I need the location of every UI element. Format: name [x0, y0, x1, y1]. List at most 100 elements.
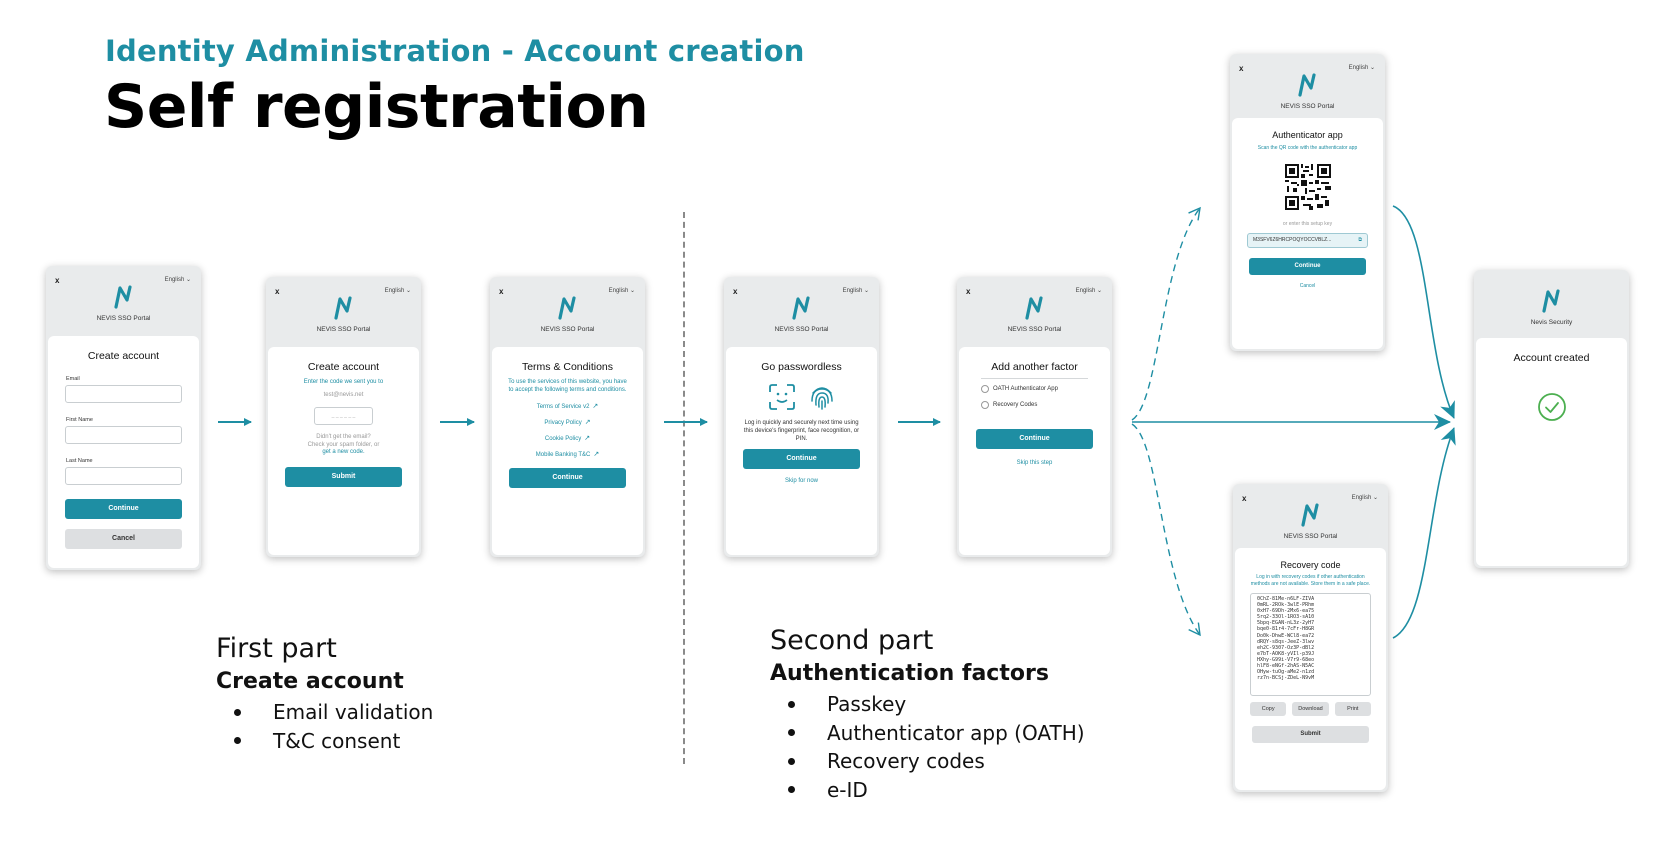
code-input[interactable]: _ _ _ _ _ _	[314, 407, 373, 425]
continue-button[interactable]: Continue	[509, 468, 626, 488]
continue-button[interactable]: Continue	[65, 499, 182, 519]
chevron-down-icon: ⌄	[185, 277, 191, 283]
skip-link[interactable]: Skip this step	[1016, 460, 1053, 466]
nevis-logo-icon	[791, 296, 810, 320]
portal-name: NEVIS SSO Portal	[96, 315, 151, 322]
arrow-authenticator-to-created	[1392, 205, 1455, 419]
close-icon[interactable]: x	[499, 287, 504, 296]
download-button[interactable]: Download	[1292, 702, 1329, 716]
nevis-logo-icon	[113, 285, 132, 309]
qr-code-icon	[1284, 164, 1331, 210]
privacy-link[interactable]: Privacy Policy↗	[544, 419, 591, 426]
arrow-to-recovery	[1131, 423, 1201, 637]
language-select[interactable]: English ⌄	[1075, 288, 1102, 294]
card-title: Go passwordless	[761, 361, 842, 373]
page-title: Self registration	[104, 72, 649, 142]
card-title: Account created	[1513, 352, 1590, 364]
close-icon[interactable]: x	[966, 287, 971, 296]
card-title: Create account	[307, 361, 380, 373]
terms-intro: To use the services of this website, you…	[508, 379, 627, 393]
cancel-link[interactable]: Cancel	[1299, 283, 1316, 289]
radio-icon	[981, 385, 989, 393]
second-part-subheading: Authentication factors	[770, 661, 1049, 686]
print-button[interactable]: Print	[1334, 702, 1371, 716]
chevron-down-icon: ⌄	[1372, 495, 1378, 501]
nevis-logo-icon	[1541, 289, 1560, 313]
screen-verify-email: x English ⌄ NEVIS SSO Portal Create acco…	[266, 277, 421, 557]
nevis-logo-icon	[557, 296, 576, 320]
face-id-icon	[768, 384, 795, 410]
first-part-section: First part Create account Email validati…	[216, 633, 433, 755]
recovery-instruction: Log in with recovery codes if other auth…	[1250, 574, 1371, 587]
chevron-down-icon: ⌄	[1369, 65, 1375, 71]
continue-button[interactable]: Continue	[743, 449, 860, 469]
nevis-logo-icon	[1297, 73, 1316, 97]
first-name-field[interactable]	[65, 426, 182, 444]
setup-key-text: or enter this setup key	[1282, 221, 1333, 227]
card-title: Create account	[87, 350, 160, 362]
card-title: Terms & Conditions	[521, 361, 614, 373]
nevis-logo-icon	[1300, 503, 1319, 527]
card-title: Recovery code	[1280, 560, 1341, 570]
portal-name: NEVIS SSO Portal	[540, 326, 595, 333]
new-code-link[interactable]: get a new code.	[322, 449, 365, 455]
language-select[interactable]: English ⌄	[608, 288, 635, 294]
email-field[interactable]	[65, 385, 182, 403]
card-title: Add another factor	[991, 361, 1078, 373]
external-link-icon: ↗	[593, 451, 600, 458]
screen-passwordless: x English ⌄ NEVIS SSO Portal Go password…	[724, 277, 879, 557]
qr-instruction: Scan the QR code with the authenticator …	[1257, 145, 1358, 151]
submit-button[interactable]: Submit	[1252, 726, 1369, 743]
continue-button[interactable]: Continue	[1249, 258, 1366, 275]
option-oath[interactable]: OATH Authenticator App	[981, 385, 1110, 393]
section-divider	[683, 212, 685, 764]
terms-link[interactable]: Terms of Service v2↗	[536, 403, 599, 410]
external-link-icon: ↗	[584, 419, 591, 426]
screen-authenticator: x English ⌄ NEVIS SSO Portal Authenticat…	[1230, 54, 1385, 351]
arrow-recovery-to-created	[1392, 427, 1456, 639]
skip-link[interactable]: Skip for now	[784, 478, 818, 484]
help-text-1: Didn't get the email?	[316, 434, 371, 440]
screen-create-account: x English ⌄ NEVIS SSO Portal Create acco…	[46, 266, 201, 570]
email-value: test@nevis.net	[323, 392, 364, 398]
chevron-down-icon: ⌄	[405, 288, 411, 294]
setup-key-field[interactable]: M3SFV6Z6HRCPOQYOCCVBLZ...⧉	[1247, 233, 1368, 248]
first-part-heading: First part	[216, 633, 337, 664]
continue-button[interactable]: Continue	[976, 429, 1093, 449]
cancel-button[interactable]: Cancel	[65, 529, 182, 549]
chevron-down-icon: ⌄	[863, 288, 869, 294]
close-icon[interactable]: x	[1239, 64, 1244, 73]
bullet-item: Recovery codes	[770, 747, 1085, 776]
bullet-item: Authenticator app (OATH)	[770, 719, 1085, 748]
radio-icon	[981, 401, 989, 409]
email-label: Email	[66, 376, 80, 382]
external-link-icon: ↗	[584, 435, 591, 442]
language-select[interactable]: English ⌄	[384, 288, 411, 294]
bullet-item: T&C consent	[216, 727, 433, 756]
close-icon[interactable]: x	[733, 287, 738, 296]
card-title: Authenticator app	[1272, 130, 1343, 140]
mobile-banking-link[interactable]: Mobile Banking T&C↗	[535, 451, 600, 458]
last-name-label: Last Name	[66, 458, 93, 464]
close-icon[interactable]: x	[1242, 494, 1247, 503]
cookie-link[interactable]: Cookie Policy↗	[544, 435, 591, 442]
submit-button[interactable]: Submit	[285, 467, 402, 487]
passwordless-text: Log in quickly and securely next time us…	[743, 420, 860, 442]
option-recovery[interactable]: Recovery Codes	[981, 401, 1110, 409]
last-name-field[interactable]	[65, 467, 182, 485]
close-icon[interactable]: x	[275, 287, 280, 296]
language-select[interactable]: English ⌄	[164, 277, 191, 283]
portal-name: Nevis Security	[1530, 319, 1573, 326]
language-select[interactable]: English ⌄	[842, 288, 869, 294]
screen-another-factor: x English ⌄ NEVIS SSO Portal Add another…	[957, 277, 1112, 557]
language-select[interactable]: English ⌄	[1351, 495, 1378, 501]
chevron-down-icon: ⌄	[1096, 288, 1102, 294]
copy-button[interactable]: Copy	[1250, 702, 1287, 716]
screen-terms: x English ⌄ NEVIS SSO Portal Terms & Con…	[490, 277, 645, 557]
copy-icon: ⧉	[1358, 237, 1362, 243]
language-select[interactable]: English ⌄	[1348, 65, 1375, 71]
portal-name: NEVIS SSO Portal	[316, 326, 371, 333]
close-icon[interactable]: x	[55, 276, 60, 285]
